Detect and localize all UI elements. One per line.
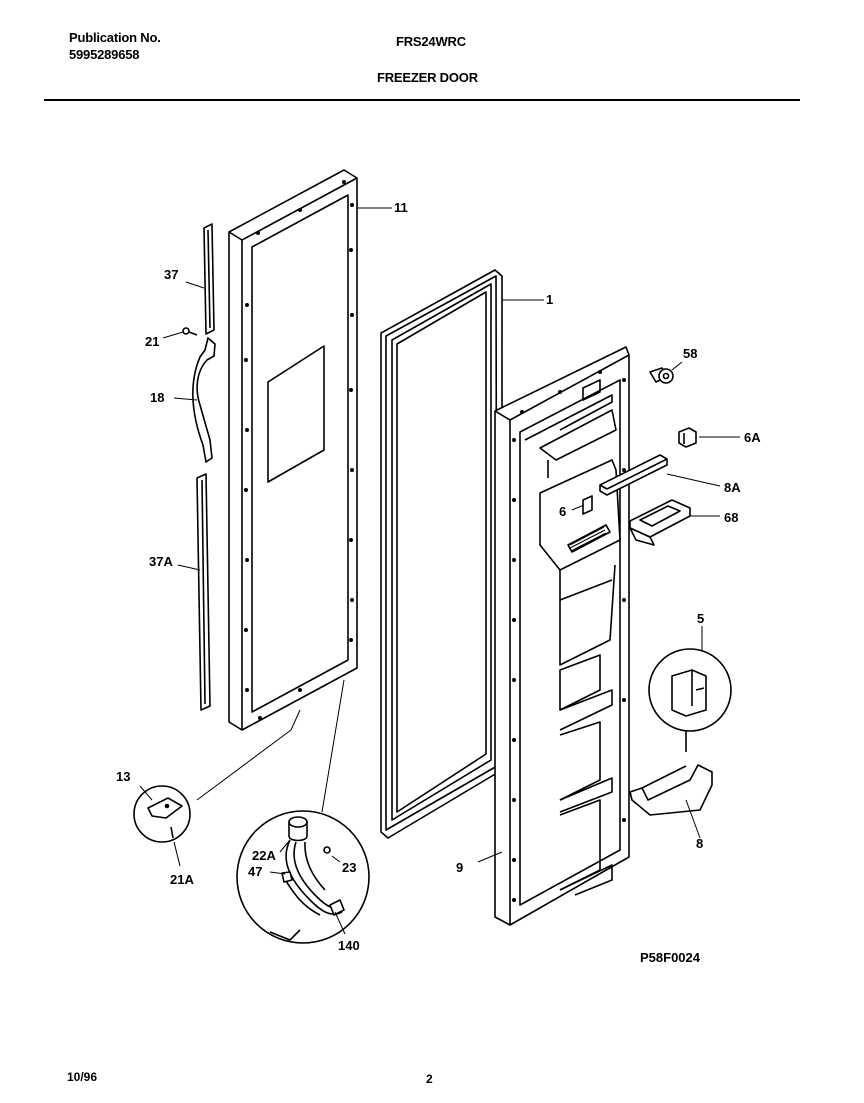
callout-47: 47 xyxy=(248,864,262,879)
callout-22a: 22A xyxy=(252,848,276,863)
callout-140: 140 xyxy=(338,938,360,953)
model-number: FRS24WRC xyxy=(396,34,466,49)
callout-11: 11 xyxy=(394,200,408,215)
callout-37: 37 xyxy=(164,267,178,282)
detail-circle-part-13 xyxy=(133,785,191,843)
footer-date: 10/96 xyxy=(67,1070,98,1084)
trim-strip-upper xyxy=(203,223,215,335)
callout-23: 23 xyxy=(342,860,356,875)
screw-58 xyxy=(649,367,674,384)
callout-6: 6 xyxy=(559,504,566,519)
door-gasket xyxy=(380,269,503,839)
callout-1: 1 xyxy=(546,292,553,307)
callout-8: 8 xyxy=(696,836,703,851)
liner-vent-grille xyxy=(569,526,607,552)
callout-37a: 37A xyxy=(149,554,173,569)
drawing-code: P58F0024 xyxy=(640,950,701,965)
inner-door-liner xyxy=(494,346,630,926)
leader-lines xyxy=(139,207,740,935)
callout-21: 21 xyxy=(145,334,159,349)
guard-bar-8a xyxy=(599,454,668,496)
section-title: FREEZER DOOR xyxy=(377,70,478,85)
callout-6a: 6A xyxy=(744,430,761,445)
callout-18: 18 xyxy=(150,390,164,405)
detail-circle-part-5 xyxy=(648,648,732,752)
callout-8a: 8A xyxy=(724,480,741,495)
footer-page-number: 2 xyxy=(426,1072,433,1086)
bracket-8 xyxy=(629,764,713,816)
screw-21 xyxy=(182,327,198,336)
part-6 xyxy=(582,495,593,515)
callout-9: 9 xyxy=(456,860,463,875)
cover-68 xyxy=(629,499,691,546)
door-handle xyxy=(192,337,216,463)
publication-number: 5995289658 xyxy=(69,47,140,62)
callout-68: 68 xyxy=(724,510,738,525)
trim-strip-lower xyxy=(196,473,211,711)
outer-door-panel xyxy=(228,169,358,731)
callout-58: 58 xyxy=(683,346,697,361)
callout-21a: 21A xyxy=(170,872,194,887)
callout-13: 13 xyxy=(116,769,130,784)
publication-label: Publication No. xyxy=(69,30,161,45)
header-divider xyxy=(44,99,800,101)
detail-circle-wiring xyxy=(236,810,370,944)
callout-5: 5 xyxy=(697,611,704,626)
clip-6a xyxy=(678,427,697,448)
